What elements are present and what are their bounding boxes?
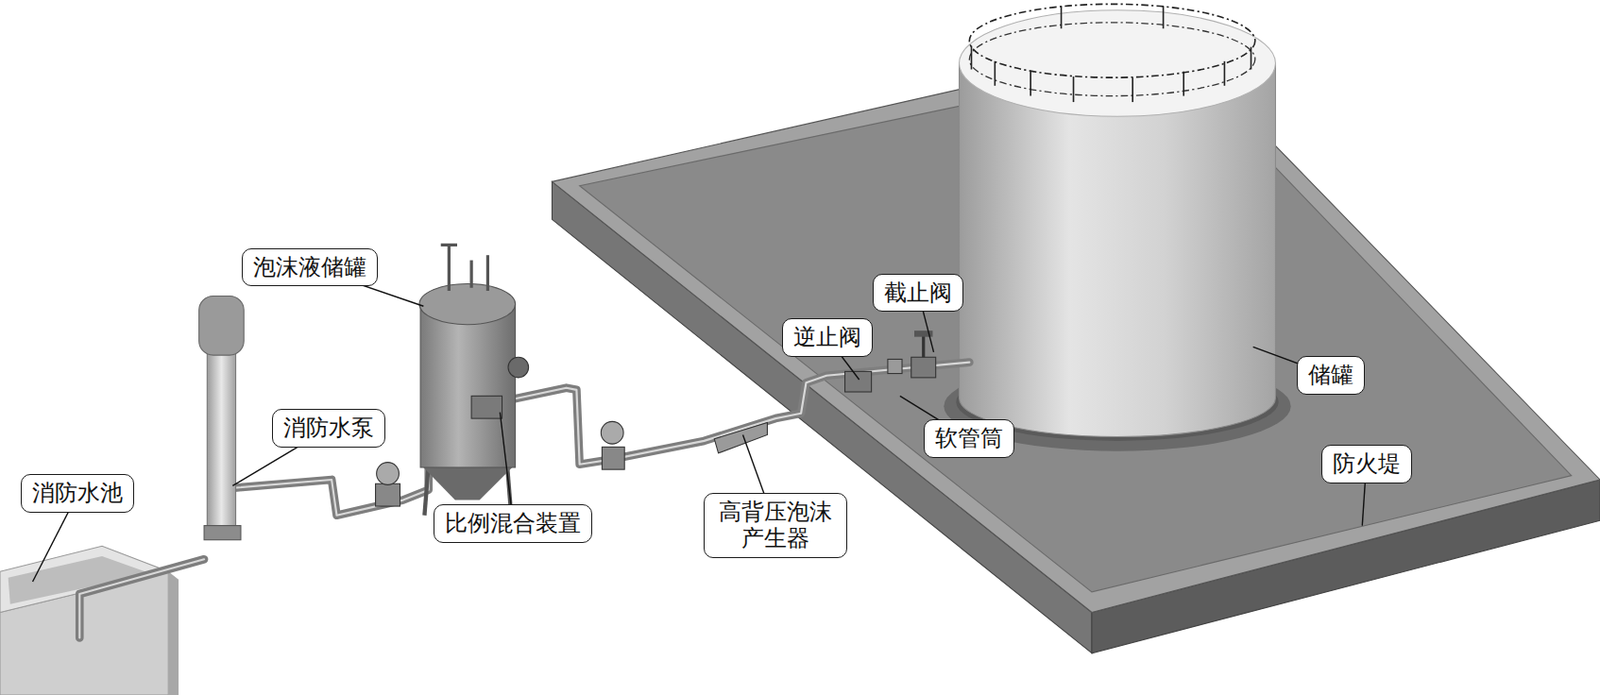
callout-text: 防火堤 <box>1332 450 1401 478</box>
leader-lines <box>33 267 1367 582</box>
callout-box: 消防水池 <box>20 474 135 513</box>
callout-box: 逆止阀 <box>782 318 873 358</box>
callout-text: 储罐 <box>1308 361 1354 390</box>
callout-text: 逆止阀 <box>793 323 862 352</box>
callout-text: 截止阀 <box>884 279 953 307</box>
fire-dike <box>551 40 1600 653</box>
callout-text: 比例混合装置 <box>444 510 581 538</box>
storage-tank <box>943 3 1291 451</box>
callout-box: 泡沫液储罐 <box>241 248 378 288</box>
foam-liquid-tank <box>419 244 529 515</box>
callout-text: 高背压泡沫 产生器 <box>714 498 835 554</box>
callout-text: 泡沫液储罐 <box>253 254 367 282</box>
fire-pump <box>199 295 245 540</box>
callout-text: 消防水泵 <box>283 414 375 443</box>
valves <box>375 330 937 507</box>
callout-box: 软管筒 <box>923 419 1015 459</box>
callout-box: 高背压泡沫 产生器 <box>703 493 847 560</box>
callout-text: 软管筒 <box>935 425 1004 453</box>
callout-box: 储罐 <box>1296 356 1365 395</box>
fire-water-pool <box>0 545 179 695</box>
callout-text: 消防水池 <box>32 479 123 508</box>
callout-box: 防火堤 <box>1321 444 1413 484</box>
callout-box: 消防水泵 <box>272 408 386 448</box>
callout-box: 截止阀 <box>872 273 964 313</box>
callout-box: 比例混合装置 <box>433 504 593 544</box>
